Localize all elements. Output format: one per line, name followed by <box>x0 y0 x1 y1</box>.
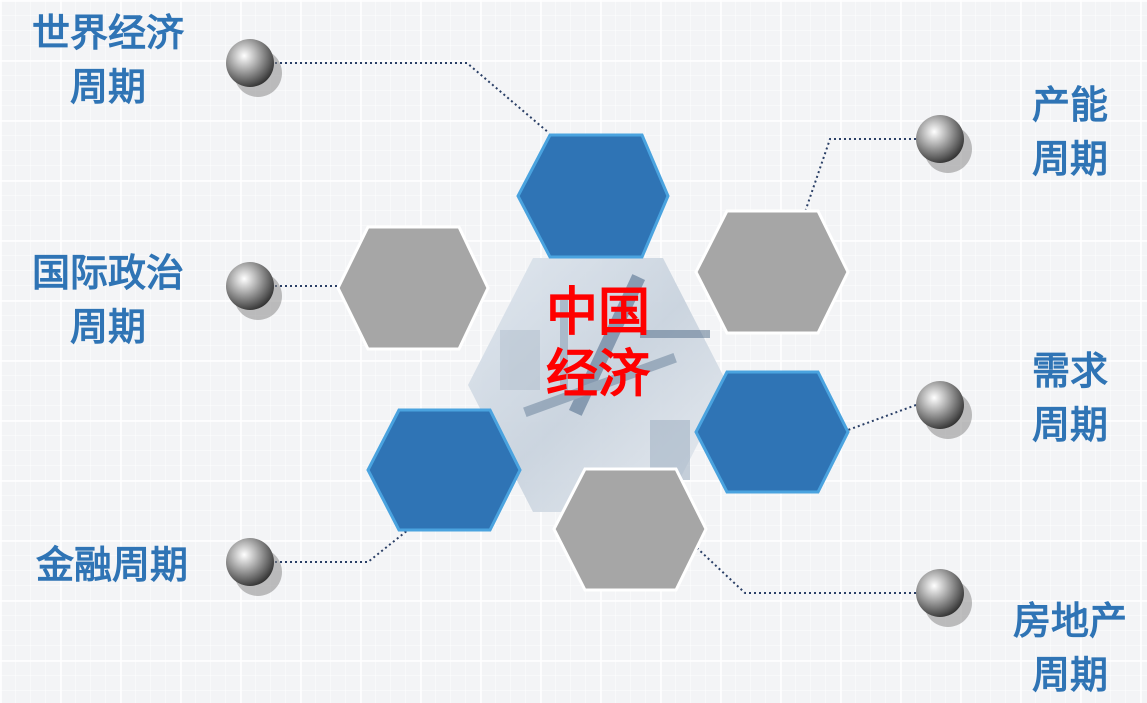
sphere-finance <box>226 538 282 596</box>
connector-world <box>275 62 550 134</box>
label-real-estate-cycle: 房地产 周期 <box>995 594 1145 702</box>
sphere-realestate <box>916 569 972 627</box>
sphere-politics <box>226 262 282 320</box>
hexagon-lower-right-blue <box>694 370 850 494</box>
label-world-economy-cycle: 世界经济 周期 <box>8 6 208 114</box>
connector-realestate <box>696 547 916 594</box>
label-capacity-line1: 产能 <box>1031 83 1108 127</box>
label-international-politics-cycle: 国际政治 周期 <box>8 246 208 354</box>
connector-capacity <box>804 138 916 213</box>
label-politics-line2: 周期 <box>69 305 146 349</box>
center-title: 中国 经济 <box>518 282 678 406</box>
hexagon-bottom-gray <box>552 467 708 592</box>
label-politics-line1: 国际政治 <box>31 251 184 295</box>
label-finance-cycle: 金融周期 <box>12 538 212 592</box>
center-title-line2: 经济 <box>545 345 650 405</box>
sphere-capacity <box>916 115 972 173</box>
label-demand-line2: 周期 <box>1031 403 1108 447</box>
center-photo-hexagon <box>468 258 728 512</box>
label-realestate-line2: 周期 <box>1031 653 1108 697</box>
sphere-demand <box>916 381 972 439</box>
label-demand-cycle: 需求 周期 <box>1010 344 1130 452</box>
label-world-line1: 世界经济 <box>31 11 184 55</box>
hexagon-left-gray <box>336 225 490 351</box>
label-demand-line1: 需求 <box>1031 349 1108 393</box>
hexagon-right-gray <box>694 209 850 335</box>
hexagon-top-blue <box>516 133 670 259</box>
label-realestate-line1: 房地产 <box>1012 599 1127 643</box>
connector-finance <box>275 529 409 563</box>
label-capacity-cycle: 产能 周期 <box>1010 78 1130 186</box>
connector-demand <box>847 404 917 431</box>
connector-lines <box>275 62 917 594</box>
label-world-line2: 周期 <box>69 65 146 109</box>
center-title-line1: 中国 <box>545 283 650 343</box>
label-finance-line1: 金融周期 <box>35 543 188 587</box>
label-capacity-line2: 周期 <box>1031 137 1108 181</box>
sphere-world <box>226 39 282 97</box>
hexagon-lower-left-blue <box>366 408 522 532</box>
